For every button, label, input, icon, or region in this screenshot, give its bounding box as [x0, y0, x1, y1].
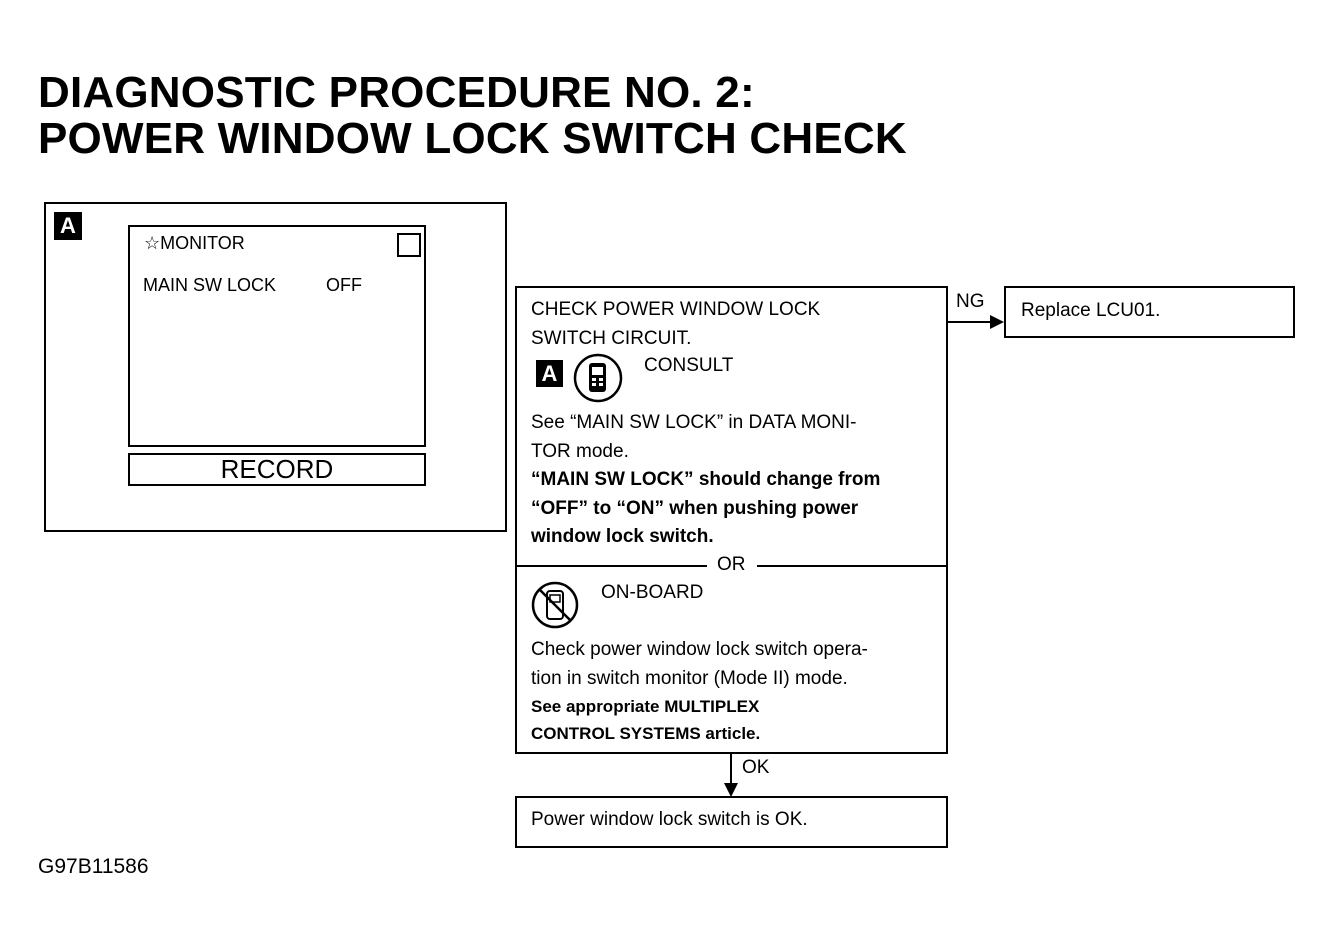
ng-label: NG: [956, 291, 985, 312]
record-button[interactable]: RECORD: [128, 453, 426, 486]
ok-result-box: Power window lock switch is OK.: [515, 796, 948, 848]
monitor-screen: ☆MONITOR MAIN SW LOCK OFF: [128, 225, 426, 447]
ok-connector-line: [730, 754, 732, 786]
ng-result-box: Replace LCU01.: [1004, 286, 1295, 338]
ok-result-text: Power window lock switch is OK.: [531, 809, 808, 830]
onboard-line-2: tion in switch monitor (Mode II) mode.: [531, 667, 848, 689]
expected-line-1: “MAIN SW LOCK” should change from: [531, 469, 881, 490]
expected-line-3: window lock switch.: [531, 526, 714, 547]
no-consult-icon: [531, 581, 579, 629]
figure-id: G97B11586: [38, 855, 149, 878]
record-button-label: RECORD: [220, 454, 334, 484]
check-heading: CHECK POWER WINDOW LOCK SWITCH CIRCUIT.: [531, 296, 820, 353]
item-label: MAIN SW LOCK: [143, 275, 277, 295]
consult-line-2: TOR mode.: [531, 440, 629, 462]
onboard-line-3: See appropriate MULTIPLEX: [531, 697, 760, 716]
ng-connector-line: [948, 321, 998, 323]
consult-tester-icon: [573, 353, 623, 403]
onboard-line-1: Check power window lock switch opera-: [531, 639, 868, 660]
monitor-label: ☆MONITOR: [144, 233, 245, 253]
consult-line-1: See “MAIN SW LOCK” in DATA MONI-: [531, 412, 857, 433]
onboard-label: ON-BOARD: [601, 582, 704, 603]
item-value: OFF: [326, 275, 362, 295]
ng-result-text: Replace LCU01.: [1021, 300, 1161, 321]
check-circuit-box: CHECK POWER WINDOW LOCK SWITCH CIRCUIT. …: [515, 286, 948, 754]
consult-label: CONSULT: [644, 355, 734, 376]
monitor-checkbox-icon[interactable]: [397, 233, 421, 257]
onboard-line-4: CONTROL SYSTEMS article.: [531, 724, 761, 743]
consult-a-badge: A: [536, 360, 563, 387]
panel-a-badge: A: [54, 212, 82, 240]
consult-screen-panel: A ☆MONITOR MAIN SW LOCK OFF RECORD: [44, 202, 507, 532]
or-label: OR: [717, 554, 746, 575]
title-line-1: DIAGNOSTIC PROCEDURE NO. 2:: [38, 68, 755, 117]
ng-arrowhead-icon: [990, 315, 1004, 329]
or-divider-left: [517, 565, 707, 567]
onboard-instructions: Check power window lock switch opera- ti…: [531, 636, 868, 747]
or-divider-right: [757, 565, 948, 567]
check-heading-line-2: SWITCH CIRCUIT.: [531, 327, 692, 349]
ok-arrowhead-icon: [724, 783, 738, 797]
page-title: DIAGNOSTIC PROCEDURE NO. 2: POWER WINDOW…: [38, 70, 907, 162]
consult-instructions: See “MAIN SW LOCK” in DATA MONI- TOR mod…: [531, 409, 880, 552]
expected-line-2: “OFF” to “ON” when pushing power: [531, 497, 859, 519]
check-heading-line-1: CHECK POWER WINDOW LOCK: [531, 299, 821, 320]
ok-label: OK: [742, 757, 770, 778]
title-line-2: POWER WINDOW LOCK SWITCH CHECK: [38, 114, 907, 163]
